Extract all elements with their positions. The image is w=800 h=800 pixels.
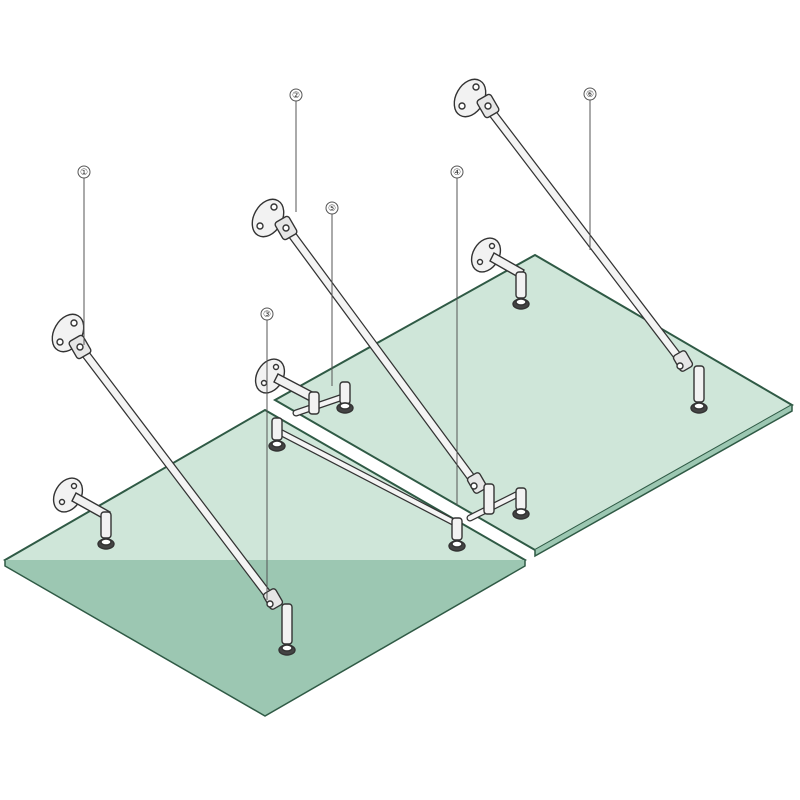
callout-6: ⑥ bbox=[583, 87, 597, 101]
fitting-rod-2 bbox=[448, 472, 530, 552]
rod-1 bbox=[79, 347, 277, 605]
rods bbox=[79, 105, 687, 605]
callout-5-label: ⑤ bbox=[328, 204, 336, 214]
callout-1: ① bbox=[77, 165, 91, 179]
glass-panel-right bbox=[272, 253, 795, 558]
wall-plate-2 bbox=[251, 198, 298, 241]
wall-brackets bbox=[51, 78, 530, 550]
leader-lines bbox=[83, 100, 591, 600]
callout-5: ⑤ bbox=[325, 201, 339, 215]
glass-panel-left bbox=[2, 408, 528, 717]
fitting-rod-1 bbox=[262, 588, 296, 656]
rod-6 bbox=[485, 105, 687, 367]
callout-3: ③ bbox=[260, 307, 274, 321]
wall-arm-left bbox=[52, 477, 115, 550]
wall-arm-middle bbox=[254, 358, 354, 452]
callout-1-label: ① bbox=[80, 168, 88, 178]
callout-2-label: ② bbox=[292, 91, 300, 101]
fitting-rod-6 bbox=[672, 350, 708, 414]
glass-fittings bbox=[262, 350, 708, 656]
callout-6-label: ⑥ bbox=[586, 90, 594, 100]
callout-4-label: ④ bbox=[453, 168, 461, 178]
wall-arm-right bbox=[470, 237, 530, 310]
callout-2: ② bbox=[289, 88, 303, 102]
rod-2 bbox=[285, 227, 481, 489]
wall-plate-6 bbox=[453, 78, 500, 119]
callout-3-label: ③ bbox=[263, 310, 271, 320]
wall-plate-1 bbox=[51, 313, 92, 360]
callout-4: ④ bbox=[450, 165, 464, 179]
